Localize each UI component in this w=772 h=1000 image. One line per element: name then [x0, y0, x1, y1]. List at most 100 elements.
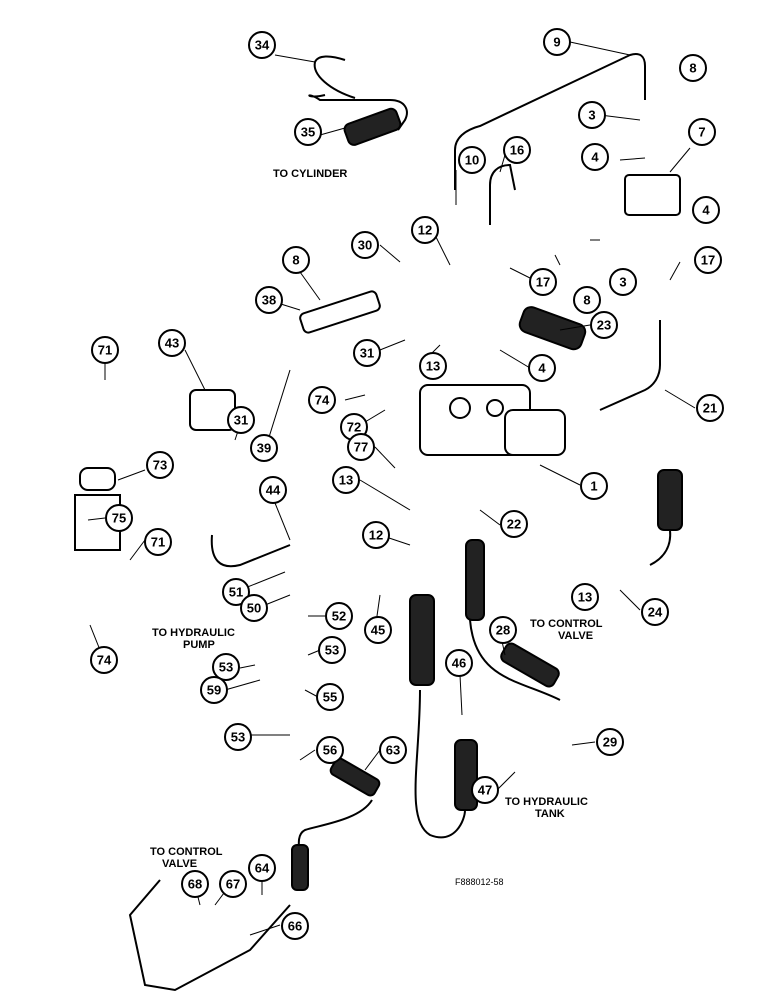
callout-17: 17: [694, 246, 722, 274]
callout-circle: [316, 736, 344, 764]
callout-number: 4: [538, 361, 546, 376]
callout-circle: [529, 268, 557, 296]
label-to-control-valve-right-1: TO CONTROL: [530, 618, 603, 630]
tube-9: [454, 53, 646, 190]
callout-number: 7: [698, 125, 705, 140]
callout-circle: [578, 101, 606, 129]
callout-circle: [181, 870, 209, 898]
callout-31: 31: [227, 406, 255, 434]
tube-44: [210, 534, 291, 568]
callout-circle: [573, 286, 601, 314]
line-22: [469, 619, 561, 701]
callout-13: 13: [419, 352, 447, 380]
callout-number: 12: [369, 528, 383, 543]
callout-circle: [219, 870, 247, 898]
callout-13: 13: [571, 583, 599, 611]
callout-circle: [609, 268, 637, 296]
callout-number: 24: [648, 605, 663, 620]
callout-number: 9: [553, 35, 560, 50]
callout-38: 38: [255, 286, 283, 314]
hose-23: [518, 306, 587, 351]
callout-number: 23: [597, 318, 611, 333]
callout-number: 74: [315, 393, 330, 408]
callout-45: 45: [364, 616, 392, 644]
callout-number: 10: [465, 153, 479, 168]
callout-53: 53: [212, 653, 240, 681]
callout-circle: [259, 476, 287, 504]
callout-circle: [419, 352, 447, 380]
callout-number: 56: [323, 743, 337, 758]
callout-34: 34: [248, 31, 276, 59]
callout-circle: [227, 406, 255, 434]
callout-number: 63: [386, 743, 400, 758]
callout-circle: [308, 386, 336, 414]
callout-4: 4: [692, 196, 720, 224]
callout-12: 12: [411, 216, 439, 244]
callout-56: 56: [316, 736, 344, 764]
callout-circle: [332, 466, 360, 494]
callout-number: 75: [112, 511, 126, 526]
callout-number: 12: [418, 223, 432, 238]
callout-number: 74: [97, 653, 112, 668]
callout-circle: [500, 510, 528, 538]
hose-22: [465, 539, 485, 621]
callout-number: 17: [536, 275, 550, 290]
callout-circle: [347, 433, 375, 461]
callout-circle: [688, 118, 716, 146]
callout-52: 52: [325, 602, 353, 630]
callout-number: 31: [360, 346, 374, 361]
callout-3: 3: [609, 268, 637, 296]
callout-circle: [581, 143, 609, 171]
callout-number: 68: [188, 877, 202, 892]
callout-circle: [325, 602, 353, 630]
callout-circle: [411, 216, 439, 244]
callout-13: 13: [332, 466, 360, 494]
callout-number: 35: [301, 125, 315, 140]
callout-number: 22: [507, 517, 521, 532]
callout-4: 4: [528, 354, 556, 382]
callout-circle: [212, 653, 240, 681]
label-to-control-valve-left-1: TO CONTROL: [150, 846, 223, 858]
label-to-hydraulic-pump-2: PUMP: [183, 639, 215, 651]
callout-circle: [353, 339, 381, 367]
label-to-hydraulic-tank-1: TO HYDRAULIC: [505, 796, 588, 808]
callout-number: 67: [226, 877, 240, 892]
callout-circle: [590, 311, 618, 339]
callout-64: 64: [248, 854, 276, 882]
hose-right-bend: [649, 529, 672, 566]
callout-circle: [596, 728, 624, 756]
hose-28: [500, 642, 560, 688]
callout-39: 39: [250, 434, 278, 462]
callout-number: 59: [207, 683, 221, 698]
callout-number: 38: [262, 293, 276, 308]
callout-circle: [679, 54, 707, 82]
hose-64: [291, 844, 309, 891]
callout-10: 10: [458, 146, 486, 174]
label-to-cylinder: TO CYLINDER: [273, 168, 347, 180]
callout-74: 74: [90, 646, 118, 674]
callout-number: 29: [603, 735, 617, 750]
callout-number: 8: [583, 293, 590, 308]
callout-71: 71: [144, 528, 172, 556]
callout-46: 46: [445, 649, 473, 677]
callout-22: 22: [500, 510, 528, 538]
callout-circle: [528, 354, 556, 382]
callout-59: 59: [200, 676, 228, 704]
callout-24: 24: [641, 598, 669, 626]
callout-number: 47: [478, 783, 492, 798]
callout-number: 55: [323, 690, 337, 705]
callout-71: 71: [91, 336, 119, 364]
callout-number: 13: [578, 590, 592, 605]
callout-circle: [471, 776, 499, 804]
callout-17: 17: [529, 268, 557, 296]
callout-number: 34: [255, 38, 270, 53]
callout-30: 30: [351, 231, 379, 259]
callout-circle: [580, 472, 608, 500]
hose-right: [657, 469, 683, 531]
callout-55: 55: [316, 683, 344, 711]
callout-circle: [248, 854, 276, 882]
callout-number: 52: [332, 609, 346, 624]
callout-67: 67: [219, 870, 247, 898]
hose-46: [454, 739, 478, 811]
